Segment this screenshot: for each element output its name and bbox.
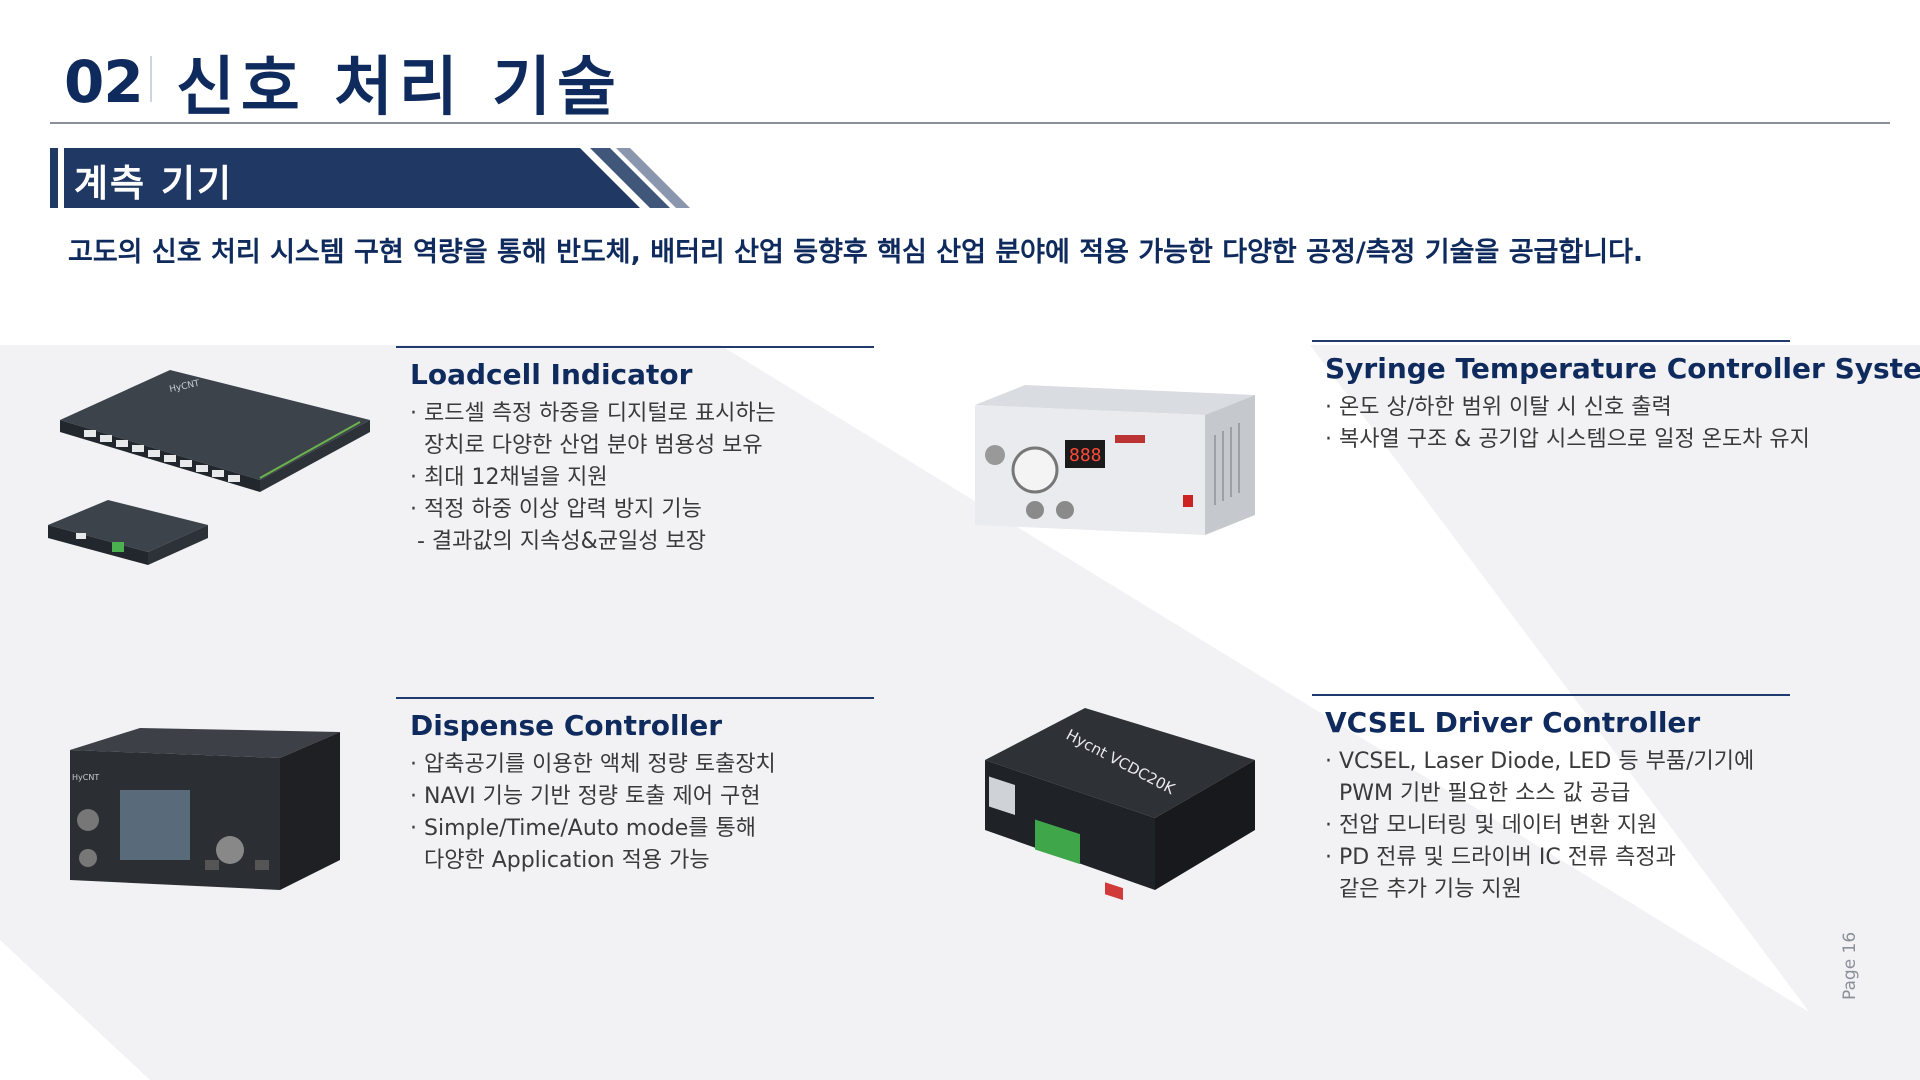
list-item: · 로드셀 측정 하중을 디지털로 표시하는 <box>410 401 776 426</box>
vcsel-features: · VCSEL, Laser Diode, LED 등 부품/기기에 PWM 기… <box>1325 746 1754 906</box>
list-item: · NAVI 기능 기반 정량 토출 제어 구현 <box>410 784 761 809</box>
vcsel-controller-image: Hycnt VCDC20K <box>985 708 1255 900</box>
list-item: 다양한 Application 적용 가능 <box>410 848 710 873</box>
section-title: 계측 기기 <box>74 162 234 205</box>
syringe-display: 888 <box>1069 445 1102 466</box>
syringe-rule <box>1312 340 1790 342</box>
page-number: Page 16 <box>1840 931 1860 1000</box>
header-divider <box>150 56 152 102</box>
list-item: 같은 추가 기능 지원 <box>1325 877 1522 902</box>
chapter-number: 02 <box>64 48 144 116</box>
list-item: · 복사열 구조 & 공기압 시스템으로 일정 온도차 유지 <box>1325 427 1810 452</box>
loadcell-rule <box>396 346 874 348</box>
list-item: · 전압 모니터링 및 데이터 변환 지원 <box>1325 813 1658 838</box>
list-item: · 온도 상/하한 범위 이탈 시 신호 출력 <box>1325 395 1672 420</box>
list-item: · PD 전류 및 드라이버 IC 전류 측정과 <box>1325 845 1676 870</box>
loadcell-features: · 로드셀 측정 하중을 디지털로 표시하는 장치로 다양한 산업 분야 범용성… <box>410 398 776 558</box>
list-item: · VCSEL, Laser Diode, LED 등 부품/기기에 <box>1325 749 1755 774</box>
vcsel-title: VCSEL Driver Controller <box>1325 706 1701 739</box>
list-item: · Simple/Time/Auto mode를 통해 <box>410 816 756 841</box>
list-item: - 결과값의 지속성&균일성 보장 <box>410 529 706 554</box>
dispense-rule <box>396 697 874 699</box>
dispense-features: · 압축공기를 이용한 액체 정량 토출장치 · NAVI 기능 기반 정량 토… <box>410 749 776 877</box>
syringe-controller-image: 888 <box>975 385 1255 535</box>
list-item: · 적정 하중 이상 압력 방지 기능 <box>410 497 702 522</box>
loadcell-indicator-image: HyCNT <box>48 370 370 565</box>
list-item: · 압축공기를 이용한 액체 정량 토출장치 <box>410 752 776 777</box>
header-rule <box>50 122 1890 124</box>
dispense-title: Dispense Controller <box>410 709 723 742</box>
syringe-title: Syringe Temperature Controller System <box>1325 352 1920 385</box>
page-title: 신호 처리 기술 <box>176 51 622 125</box>
dispense-controller-image: HyCNT <box>70 728 340 890</box>
dispense-brand: HyCNT <box>72 773 99 782</box>
list-item: · 최대 12채널을 지원 <box>410 465 608 490</box>
intro-text: 고도의 신호 처리 시스템 구현 역량을 통해 반도체, 배터리 산업 등향후 … <box>68 237 1644 268</box>
list-item: 장치로 다양한 산업 분야 범용성 보유 <box>410 433 763 458</box>
vcsel-rule <box>1312 694 1790 696</box>
loadcell-title: Loadcell Indicator <box>410 358 693 391</box>
section-banner <box>50 148 690 208</box>
syringe-features: · 온도 상/하한 범위 이탈 시 신호 출력 · 복사열 구조 & 공기압 시… <box>1325 392 1810 456</box>
list-item: PWM 기반 필요한 소스 값 공급 <box>1325 781 1631 806</box>
